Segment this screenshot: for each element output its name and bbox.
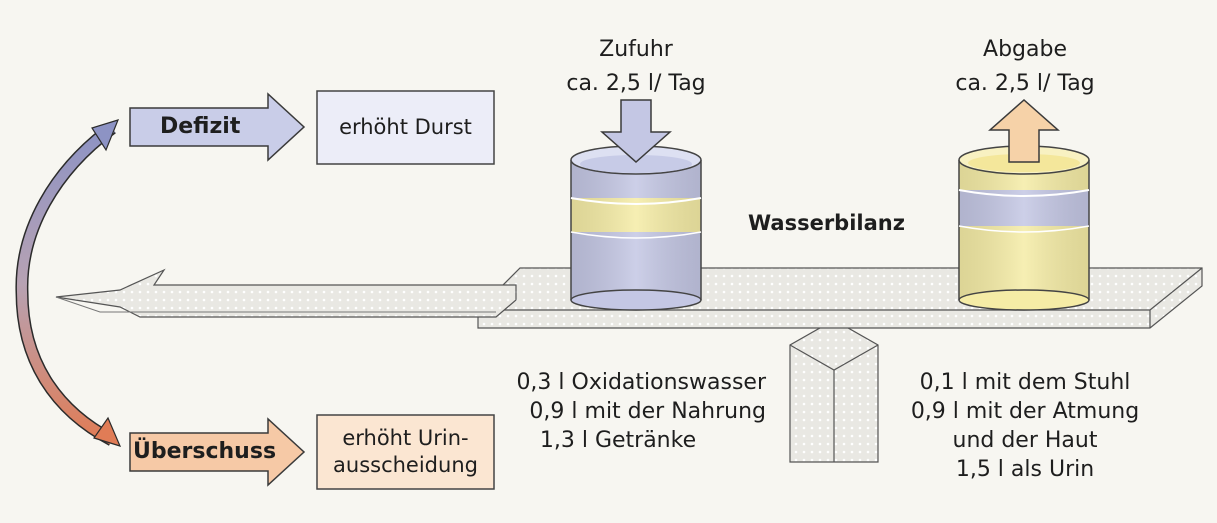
- intake-title: Zufuhr: [599, 37, 673, 62]
- deficit-arrow-icon: [129, 92, 306, 162]
- output-amount: ca. 2,5 l/ Tag: [955, 71, 1095, 96]
- surplus-result-line-1: erhöht Urin-: [342, 426, 469, 450]
- deficit-result-box: [316, 90, 495, 165]
- intake-cylinder: [570, 145, 702, 311]
- scale-support: [789, 319, 879, 463]
- surplus-result-text: erhöht Urin- ausscheidung: [317, 415, 494, 489]
- output-item: 0,1 l mit dem Stuhl: [919, 370, 1131, 395]
- deficit-result-text: erhöht Durst: [339, 115, 472, 139]
- balance-label: Wasserbilanz: [748, 211, 905, 235]
- intake-item: 1,3 l Getränke: [539, 428, 697, 453]
- output-items-list: 0,1 l mit dem Stuhl 0,9 l mit der Atmung…: [896, 368, 1154, 484]
- surplus-result-box: [316, 414, 495, 490]
- deficit-label: Defizit: [160, 114, 241, 139]
- intake-items-list: 0,3 l Oxidationswasser 0,9 l mit der Nah…: [470, 368, 766, 455]
- feedback-curve: [15, 119, 122, 447]
- intake-arrow-icon: [600, 99, 672, 164]
- output-item: und der Haut: [952, 428, 1098, 453]
- surplus-result-line-2: ausscheidung: [333, 453, 478, 477]
- curve-arrowhead-bottom-icon: [93, 416, 122, 447]
- output-title: Abgabe: [983, 37, 1067, 62]
- surplus-arrow-icon: [129, 417, 306, 487]
- output-arrow-icon: [988, 98, 1060, 163]
- feedback-arrow-icon: [55, 268, 517, 318]
- intake-amount: ca. 2,5 l/ Tag: [566, 71, 706, 96]
- output-item: 1,5 l als Urin: [955, 457, 1095, 482]
- output-cylinder: [958, 145, 1090, 311]
- curve-arrowhead-top-icon: [91, 119, 120, 152]
- output-item: 0,9 l mit der Atmung: [910, 399, 1140, 424]
- surplus-label: Überschuss: [133, 439, 277, 464]
- intake-item: 0,9 l mit der Nahrung: [529, 399, 766, 424]
- intake-item: 0,3 l Oxidationswasser: [516, 370, 766, 395]
